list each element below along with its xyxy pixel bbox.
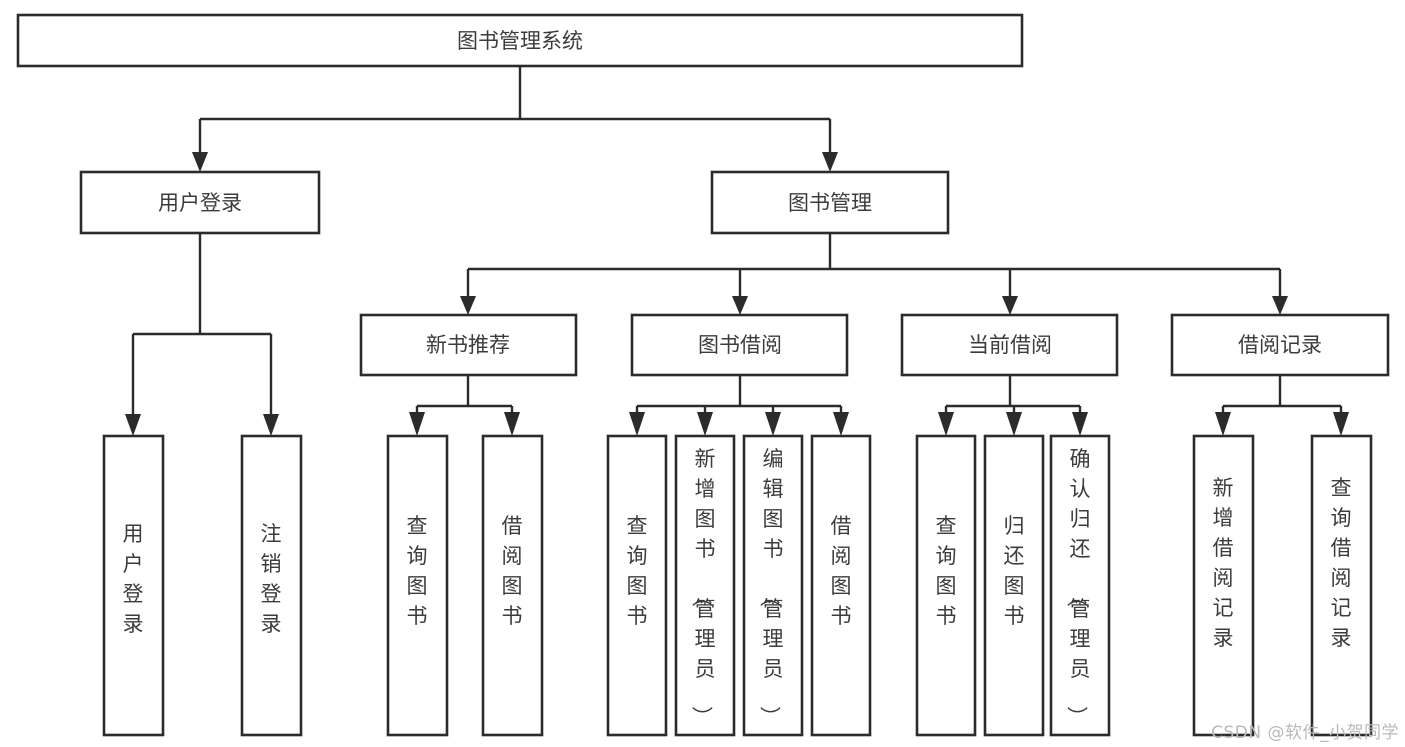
connector-bookmgmt-to-level3 (466, 233, 1282, 300)
leaf-node-user-login[interactable] (102, 434, 165, 737)
node-new-book-recommend[interactable]: 新书推荐 (359, 313, 578, 377)
leaf-label-edit-book: 编辑图书（管理员） (758, 447, 784, 727)
arrow-head-icon (504, 412, 520, 436)
leaf-node-edit-book[interactable] (742, 434, 804, 737)
connector-layer (125, 66, 1349, 436)
arrow-head-icon (822, 152, 838, 172)
arrow-head-icon (629, 412, 645, 436)
arrow-head-icon (263, 414, 279, 436)
connector-newbook-to-leaves (415, 375, 514, 418)
arrow-head-icon (460, 296, 476, 315)
node-borrow-record[interactable]: 借阅记录 (1170, 313, 1390, 377)
node-book-borrow[interactable]: 图书借阅 (630, 313, 849, 377)
leaf-label-query-record: 查询借阅记录 (1331, 476, 1352, 650)
arrow-head-icon (765, 412, 781, 436)
node-label-book-management: 图书管理 (788, 191, 872, 215)
arrow-head-icon (192, 152, 208, 172)
arrow-head-icon (125, 414, 141, 436)
leaf-label-return-book: 归还图书 (1004, 514, 1025, 628)
node-user-login[interactable]: 用户登录 (79, 170, 321, 235)
leaf-label-add-record: 新增借阅记录 (1213, 476, 1234, 650)
leaf-node-query-record[interactable] (1310, 434, 1373, 737)
connector-bookborrow-to-leaves (635, 375, 843, 418)
arrow-head-icon (1006, 412, 1022, 436)
leaf-node-query-book-3[interactable] (915, 434, 977, 737)
leaf-label-query-book-2: 查询图书 (627, 514, 648, 628)
connector-borrowrecord-to-leaves (1221, 375, 1343, 418)
node-label-root: 图书管理系统 (457, 29, 583, 53)
leaf-label-confirm-return: 确认归还（管理员） (1065, 447, 1091, 727)
arrow-head-icon (1272, 296, 1288, 315)
arrow-head-icon (1333, 412, 1349, 436)
leaf-label-query-book-1: 查询图书 (407, 514, 428, 628)
node-label-book-borrow: 图书借阅 (698, 333, 782, 357)
arrow-head-icon (409, 412, 425, 436)
arrow-head-icon (833, 412, 849, 436)
leaf-node-query-book-2[interactable] (606, 434, 668, 737)
csdn-watermark: CSDN @软件_小贺同学 (1211, 723, 1399, 743)
leaf-node-logout[interactable] (240, 434, 303, 737)
arrow-head-icon (1002, 296, 1018, 315)
arrow-head-icon (938, 412, 954, 436)
node-label-new-book-recommend: 新书推荐 (426, 333, 510, 357)
leaf-node-confirm-return[interactable] (1049, 434, 1111, 737)
leaf-node-borrow-book-2[interactable] (810, 434, 872, 737)
arrow-head-icon (697, 412, 713, 436)
leaf-label-add-book: 新增图书（管理员） (690, 447, 716, 727)
node-book-management[interactable]: 图书管理 (710, 170, 950, 235)
node-root-system[interactable]: 图书管理系统 (16, 13, 1024, 68)
node-label-current-borrow: 当前借阅 (968, 333, 1052, 357)
connector-root-to-level2 (198, 66, 832, 155)
connector-currentborrow-to-leaves (944, 375, 1082, 418)
node-label-user-login: 用户登录 (158, 191, 242, 215)
leaf-node-return-book[interactable] (983, 434, 1045, 737)
leaf-node-add-book[interactable] (674, 434, 736, 737)
arrow-head-icon (1215, 412, 1231, 436)
leaf-node-add-record[interactable] (1192, 434, 1255, 737)
leaf-label-logout: 注销登录 (261, 522, 282, 636)
node-label-borrow-record: 借阅记录 (1238, 333, 1322, 357)
leaf-label-borrow-book-2: 借阅图书 (831, 514, 852, 628)
leaf-label-user-login: 用户登录 (123, 522, 144, 636)
node-layer: 图书管理系统 用户登录 图书管理 新书推荐 图书借阅 当前 (16, 13, 1390, 737)
leaf-node-borrow-book-1[interactable] (481, 434, 544, 737)
node-current-borrow[interactable]: 当前借阅 (900, 313, 1119, 377)
leaf-node-query-book-1[interactable] (386, 434, 449, 737)
leaf-label-query-book-3: 查询图书 (936, 514, 957, 628)
leaf-label-borrow-book-1: 借阅图书 (502, 514, 523, 628)
arrow-head-icon (732, 296, 748, 315)
connector-userlogin-to-leaves (131, 233, 273, 418)
arrow-head-icon (1072, 412, 1088, 436)
